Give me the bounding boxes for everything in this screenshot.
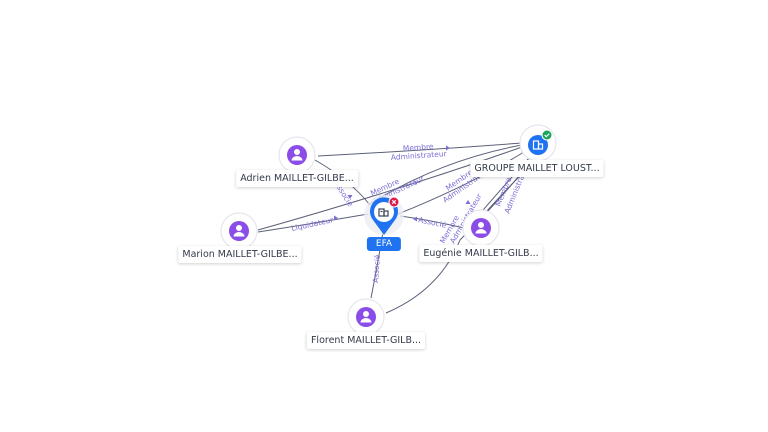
edge-label-adrien-groupe-2: Administrateur [391, 149, 448, 162]
person-icon [478, 222, 484, 228]
node-groupe[interactable] [519, 124, 557, 162]
company-building-icon [532, 140, 544, 150]
person-icon [363, 311, 369, 317]
edge-label-marion-efa: Liquidateur [291, 215, 335, 233]
node-marion[interactable] [220, 212, 258, 250]
node-label-groupe[interactable]: GROUPE MAILLET LOUST... [470, 160, 604, 177]
person-icon [236, 225, 242, 231]
node-eugenie[interactable] [462, 209, 500, 247]
center-label-efa[interactable]: EFA [366, 237, 402, 251]
arrow-adrien-efa [347, 195, 353, 199]
person-icon [294, 149, 300, 155]
node-label-marion[interactable]: Marion MAILLET-GILBE... [178, 246, 302, 263]
arrow-marion-efa [334, 215, 338, 221]
arrow-eugenie-efa [413, 216, 417, 222]
edge-marion-groupe [257, 146, 523, 231]
active-check-icon [541, 129, 553, 141]
edge-arrows [334, 145, 471, 222]
node-label-florent[interactable]: Florent MAILLET-GILB... [306, 332, 426, 349]
edge-florent-groupe [385, 157, 535, 314]
arrow-adrien-groupe [446, 145, 450, 151]
center-node-efa[interactable] [364, 195, 404, 235]
edge-label-florent-efa: Associé [371, 254, 382, 283]
edge-label-adrien-groupe-1: Membre [403, 142, 435, 153]
node-adrien[interactable] [278, 136, 316, 174]
node-label-eugenie[interactable]: Eugénie MAILLET-GILB... [419, 245, 543, 262]
node-florent[interactable] [347, 298, 385, 336]
arrow-groupe-mid [465, 200, 471, 204]
edge-efa-groupe-mid [397, 151, 525, 215]
arrow-efa-groupe [414, 181, 418, 185]
node-label-adrien[interactable]: Adrien MAILLET-GILBE... [236, 170, 358, 187]
closed-status-icon [388, 196, 400, 208]
edge-marion-efa [257, 213, 369, 233]
company-building-icon [378, 208, 389, 217]
edge-eugenie-efa [399, 215, 465, 229]
edge-label-eugenie-efa: Associé [418, 215, 448, 230]
edge-adrien-groupe [317, 142, 523, 157]
